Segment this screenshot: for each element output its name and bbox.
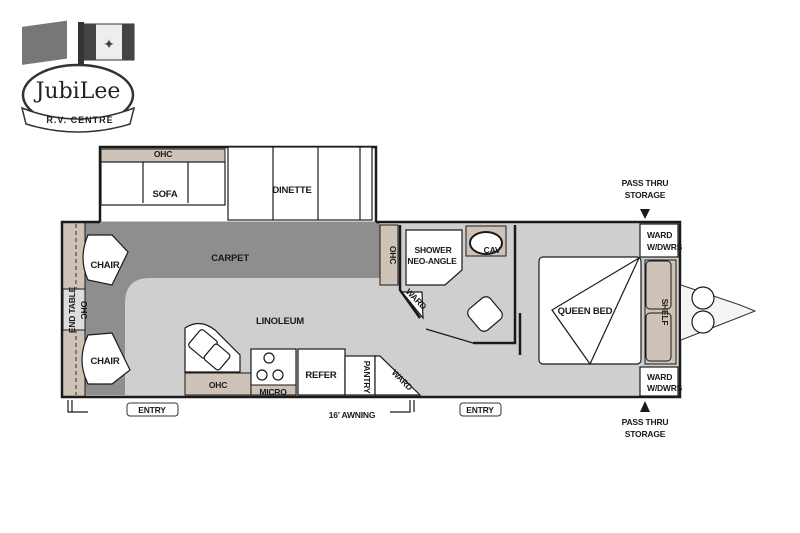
svg-text:STORAGE: STORAGE [625, 429, 666, 439]
wardrobe-top [639, 223, 679, 258]
logo-subtitle: R.V. CENTRE [46, 115, 113, 125]
svg-text:W/DWRS: W/DWRS [647, 242, 683, 252]
svg-text:✦: ✦ [103, 36, 115, 52]
logo-ribbon [20, 106, 136, 133]
awning-bracket [390, 400, 415, 413]
flagpole [78, 22, 84, 82]
svg-text:NEO-ANGLE: NEO-ANGLE [407, 256, 457, 266]
propane-tank [691, 286, 715, 310]
svg-text:OHC: OHC [388, 246, 398, 264]
svg-text:REFER: REFER [305, 370, 337, 381]
arrow-down-icon [640, 209, 650, 219]
svg-text:CHAIR: CHAIR [90, 356, 119, 367]
awning-bracket [67, 400, 88, 413]
svg-text:WARD: WARD [647, 230, 672, 240]
dinette-label: DINETTE [272, 185, 311, 196]
svg-text:ENTRY: ENTRY [466, 405, 494, 415]
sofa [100, 161, 226, 206]
wardrobe-bottom [639, 366, 679, 397]
svg-text:CAV: CAV [484, 245, 501, 255]
svg-text:PASS THRU: PASS THRU [622, 178, 669, 188]
end-table-label: END TABLE [67, 286, 77, 333]
chair-top: CHAIR [82, 234, 129, 286]
chair-bottom: CHAIR [81, 332, 131, 385]
awning-label: 16' AWNING [329, 410, 376, 420]
bedroom: QUEEN BED SHELF WARD W/DWRS WARD W/DWRS [538, 223, 683, 397]
svg-text:MICRO: MICRO [259, 387, 287, 397]
bath-ohc [379, 224, 399, 286]
flag-left [22, 20, 67, 65]
exterior-wall [60, 220, 682, 399]
linoleum-label: LINOLEUM [256, 316, 304, 327]
entry-door-2 [459, 402, 502, 417]
slideout: OHC SOFA DINETTE [98, 145, 378, 225]
arrow-up-icon [640, 401, 650, 412]
sofa-label: SOFA [152, 189, 177, 200]
svg-text:QUEEN BED: QUEEN BED [558, 306, 613, 317]
svg-text:CHAIR: CHAIR [90, 260, 119, 271]
svg-text:W/DWRS: W/DWRS [647, 383, 683, 393]
toilet [467, 296, 503, 332]
svg-text:PANTRY: PANTRY [362, 361, 372, 394]
refrigerator [297, 348, 346, 396]
bathroom: OHC SHOWER NEO-ANGLE CAV WARD [379, 224, 522, 355]
hitch [680, 284, 757, 341]
svg-text:SHOWER: SHOWER [414, 245, 451, 255]
bath-wardrobe [400, 291, 424, 320]
entry-door-1 [126, 402, 179, 417]
carpet-area [85, 222, 380, 395]
svg-text:WARD: WARD [647, 372, 672, 382]
svg-text:OHC: OHC [209, 380, 227, 390]
kitchen: OHC MICRO REFER PANTRY WARD [184, 322, 422, 397]
propane-tank [691, 310, 715, 334]
microwave [250, 384, 297, 396]
svg-text:SHELF: SHELF [660, 299, 670, 326]
svg-text:OHC: OHC [154, 149, 172, 159]
jubilee-logo: ✦ JubiLee R.V. CENTRE [20, 20, 136, 133]
svg-text:STORAGE: STORAGE [625, 190, 666, 200]
logo-name: JubiLee [34, 79, 121, 104]
dinette [227, 146, 373, 221]
carpet-label: CARPET [211, 253, 249, 264]
svg-text:OHC: OHC [79, 301, 89, 319]
shower [405, 229, 463, 286]
svg-text:ENTRY: ENTRY [138, 405, 166, 415]
kitchen-wardrobe [374, 355, 422, 396]
svg-text:PASS THRU: PASS THRU [622, 417, 669, 427]
